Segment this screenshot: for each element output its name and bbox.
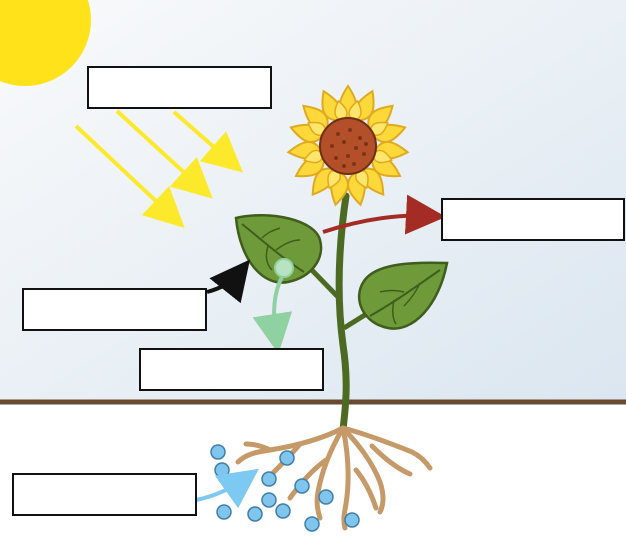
root-icon	[235, 425, 433, 531]
stem	[335, 192, 350, 434]
glucose-arrow-icon	[252, 258, 294, 354]
label-box-glucose[interactable]	[139, 348, 324, 391]
sunlight-rays	[74, 109, 244, 228]
flower-center	[319, 117, 377, 175]
sunflower-icon	[286, 84, 410, 207]
leaf-right	[342, 261, 449, 331]
label-box-water[interactable]	[12, 473, 197, 516]
sun-icon	[0, 0, 91, 86]
label-box-oxygen[interactable]	[441, 198, 625, 241]
leaf-left	[234, 214, 340, 299]
oxygen-arrow-icon	[322, 194, 446, 235]
label-box-carbon-dioxide[interactable]	[22, 288, 207, 331]
water-arrow-icon	[195, 468, 260, 509]
co2-arrow-icon	[206, 259, 250, 304]
label-box-sunlight[interactable]	[87, 66, 272, 109]
